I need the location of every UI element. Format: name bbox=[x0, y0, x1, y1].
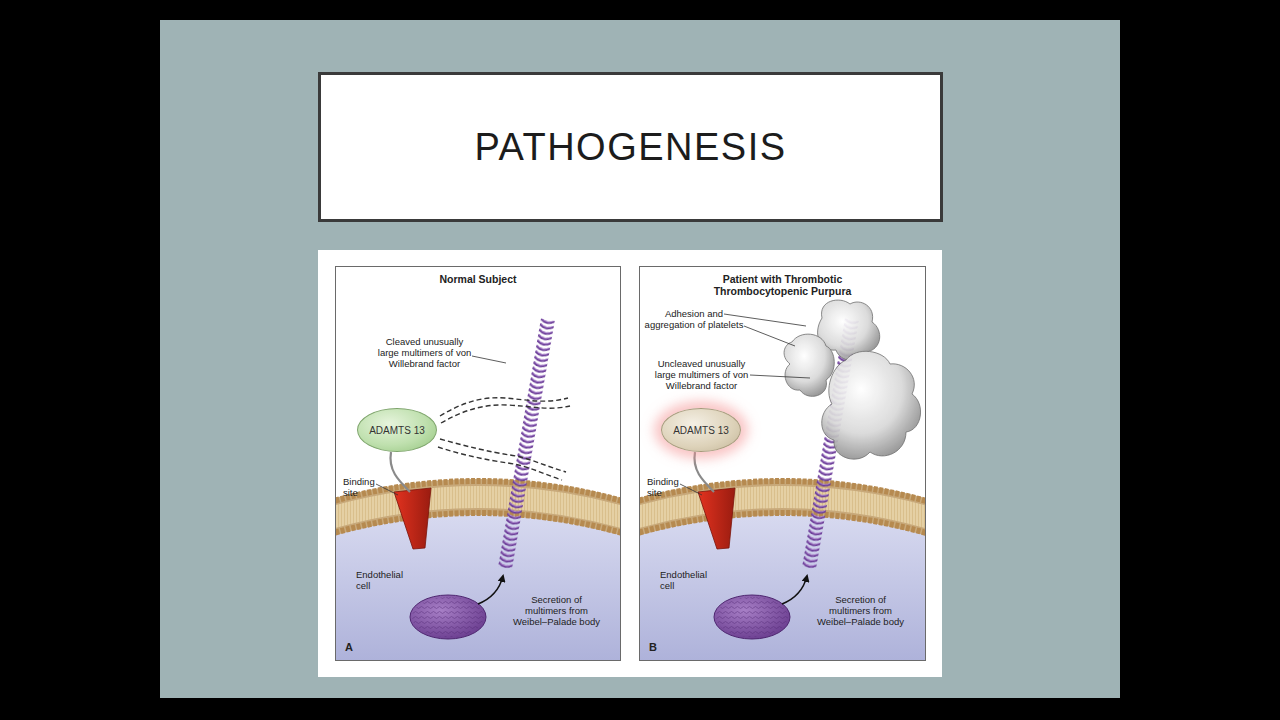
leader-line bbox=[376, 484, 398, 495]
secretion-arrow bbox=[478, 576, 503, 604]
callout-label: Uncleaved unusually large multimers of v… bbox=[653, 358, 750, 391]
binding-site-receptor bbox=[394, 488, 431, 549]
callout-label: Endothelial cell bbox=[356, 569, 411, 591]
vwf-multimer-helix bbox=[498, 318, 555, 569]
leader-line bbox=[750, 375, 810, 378]
callout-label: Secretion of multimers from Weibel–Palad… bbox=[511, 594, 602, 627]
enzyme-ellipse: ADAMTS 13 bbox=[357, 408, 437, 452]
slide-background bbox=[160, 20, 1120, 698]
cleaved-fragments bbox=[438, 398, 570, 480]
leader-line bbox=[744, 326, 795, 346]
adamts-stalk bbox=[390, 452, 410, 492]
lipid-heads bbox=[335, 481, 621, 502]
lipid-heads bbox=[335, 513, 621, 534]
weibel-palade-body bbox=[410, 595, 486, 639]
panel-heading: Patient with Thrombotic Thrombocytopenic… bbox=[703, 273, 863, 297]
callout-label: Endothelial cell bbox=[660, 569, 715, 591]
cell-illustration bbox=[335, 318, 621, 661]
panel-letter: B bbox=[649, 642, 657, 653]
node-text: ADAMTS 13 bbox=[673, 425, 729, 436]
node-text: ADAMTS 13 bbox=[369, 425, 425, 436]
slide-title: PATHOGENESIS bbox=[318, 72, 943, 222]
enzyme-ellipse: ADAMTS 13 bbox=[661, 408, 741, 452]
weibel-palade-texture bbox=[412, 597, 484, 637]
callout-label: Binding site bbox=[343, 476, 383, 498]
callout-label: Secretion of multimers from Weibel–Palad… bbox=[815, 594, 906, 627]
leader-line bbox=[472, 356, 506, 363]
panel-letter: A bbox=[345, 642, 353, 653]
panel-heading: Normal Subject bbox=[398, 273, 558, 285]
figure-background bbox=[318, 250, 942, 677]
callout-label: Binding site bbox=[647, 476, 687, 498]
callout-label: Cleaved unusually large multimers of von… bbox=[376, 336, 473, 369]
platelet-aggregate bbox=[784, 300, 920, 459]
callout-label: Adhesion and aggregation of platelets bbox=[644, 308, 744, 330]
cell-illustration bbox=[634, 318, 930, 661]
